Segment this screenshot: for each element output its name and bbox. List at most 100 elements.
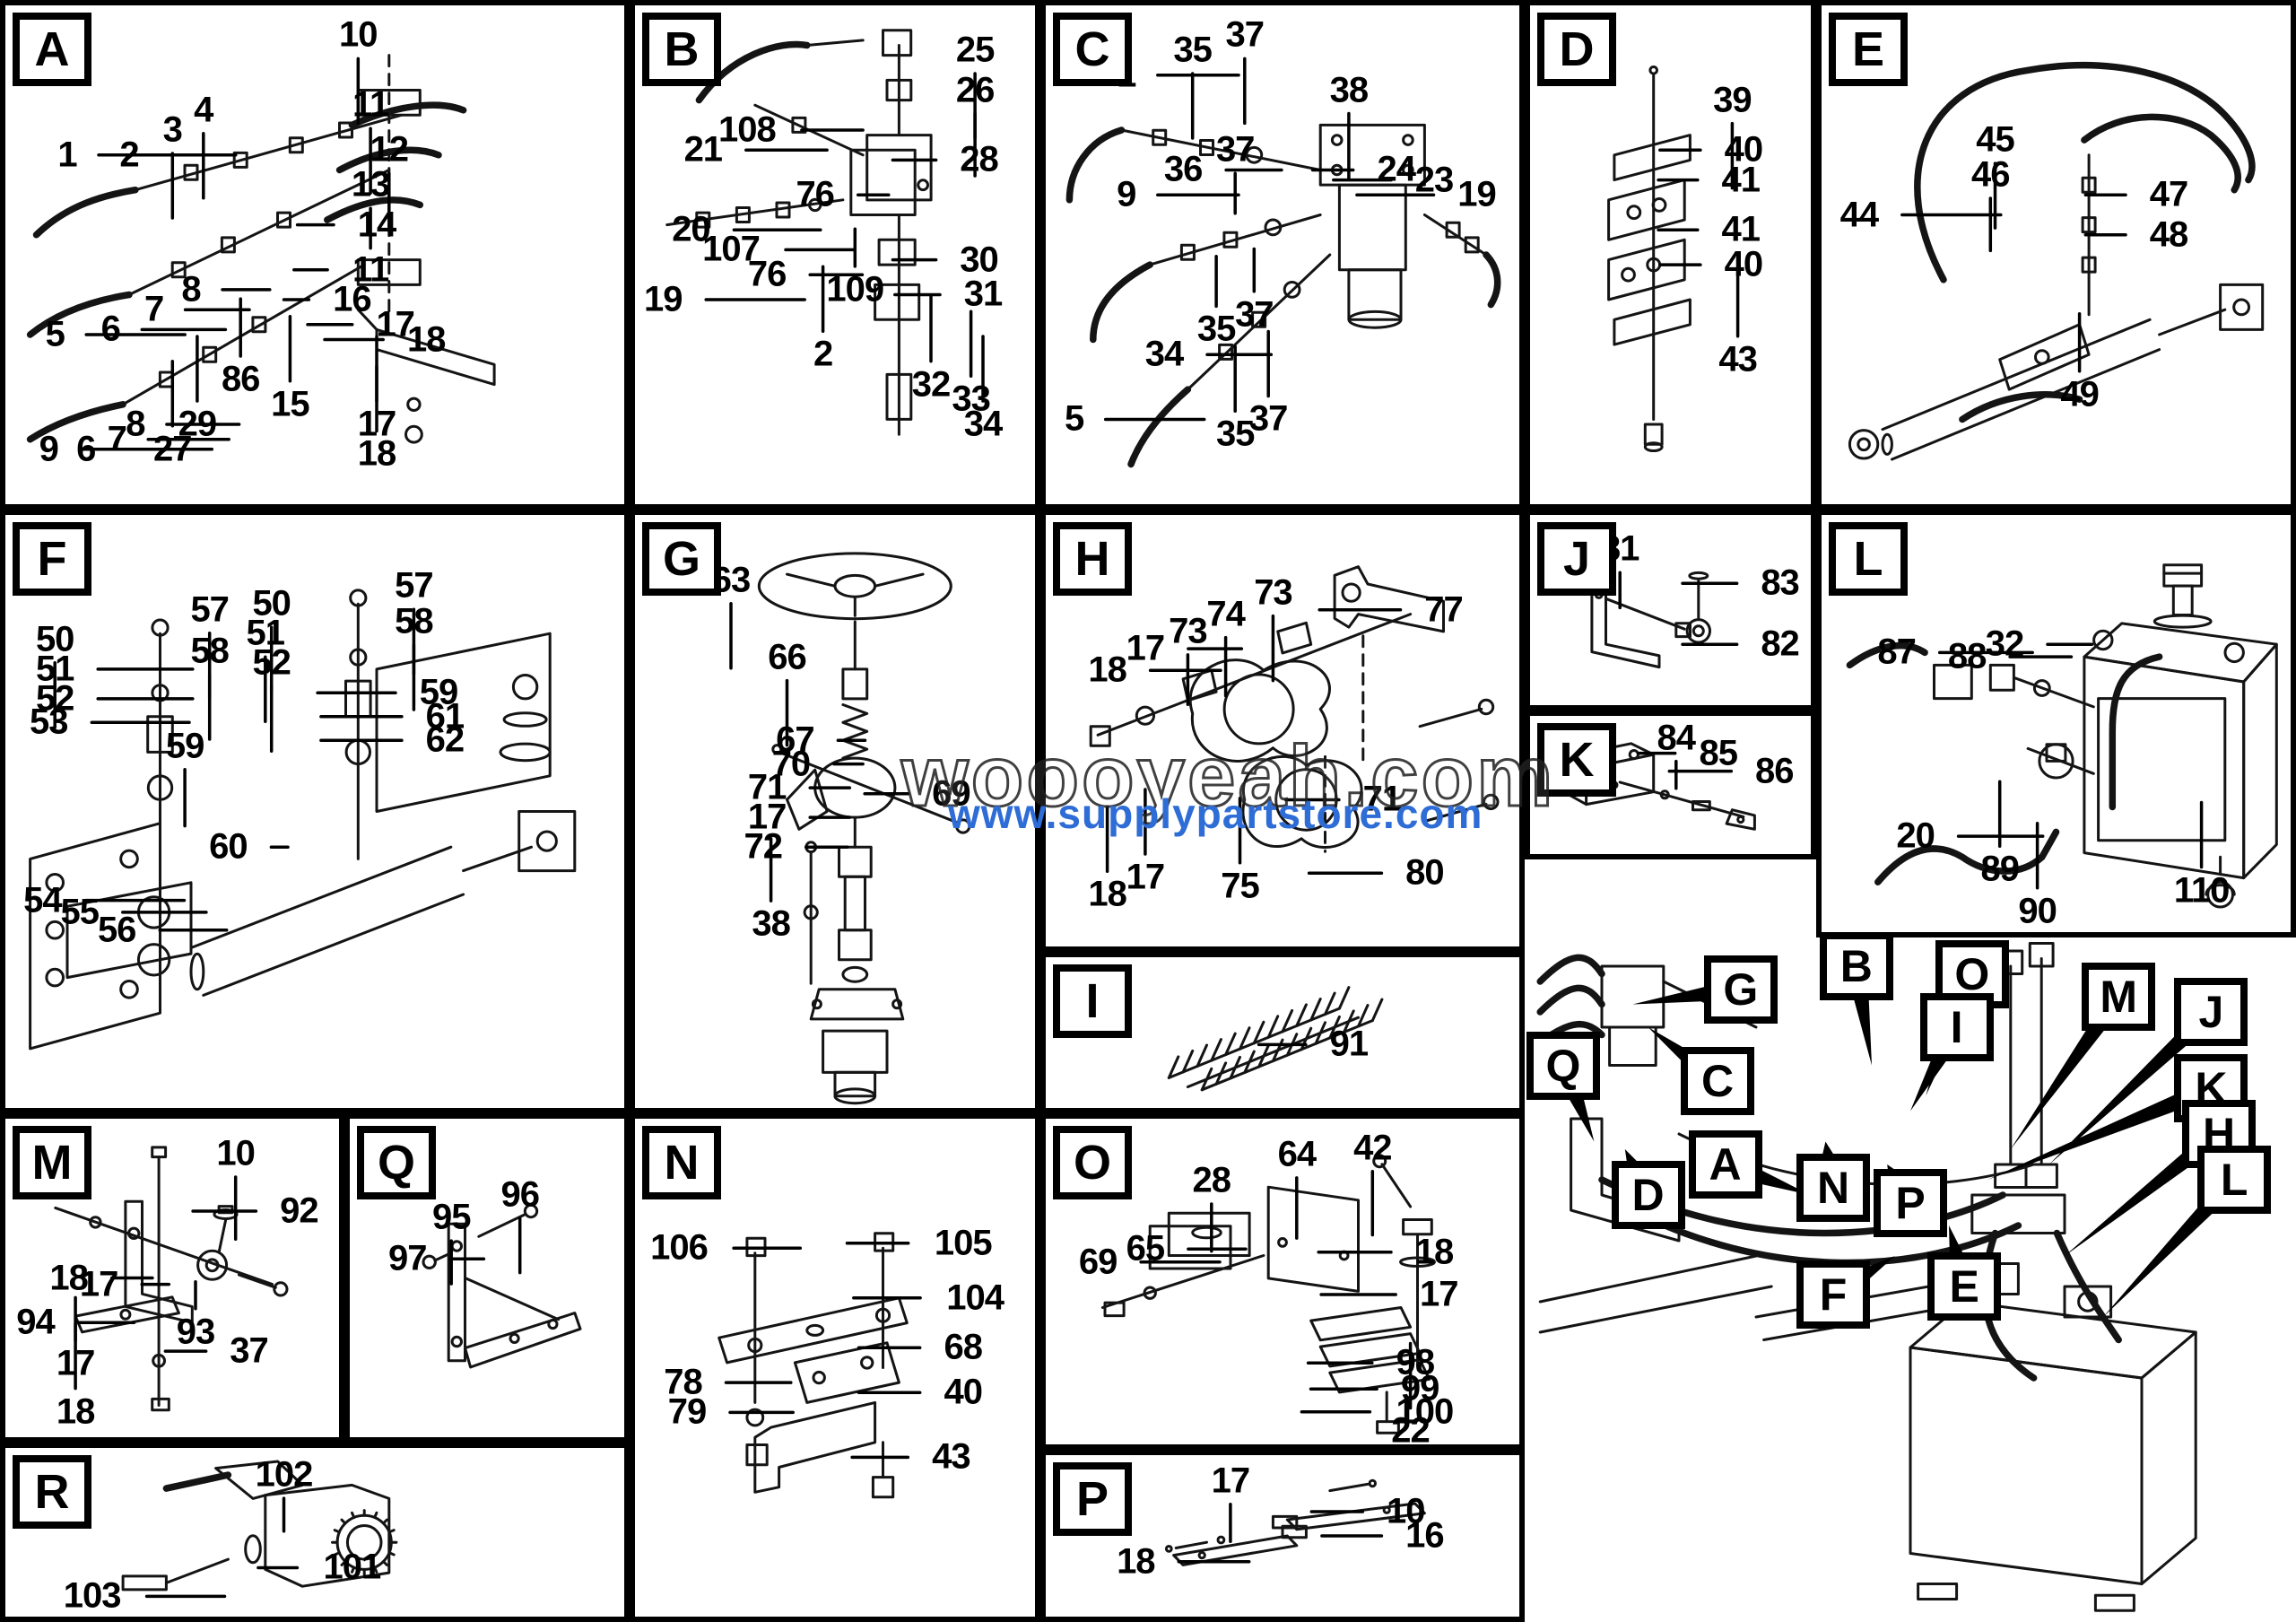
callout-A-11: 11	[352, 84, 389, 125]
callout-D-43: 43	[1718, 339, 1757, 379]
panel-I-sketch	[1167, 986, 1384, 1092]
callout-F-58: 58	[190, 631, 229, 671]
callout-F-52: 52	[252, 642, 291, 683]
callout-A-8: 8	[126, 404, 145, 444]
callout-A-6: 6	[100, 309, 121, 349]
callout-C-35: 35	[1215, 414, 1255, 454]
callout-A-4: 4	[194, 90, 213, 130]
callout-B-28: 28	[960, 139, 998, 179]
callout-B-108: 108	[718, 109, 777, 150]
callout-A-14: 14	[357, 205, 396, 245]
callout-A-86: 86	[221, 359, 260, 399]
callout-P-17: 17	[1211, 1461, 1250, 1501]
overview-label-G: G	[1703, 955, 1778, 1024]
callout-C-38: 38	[1329, 70, 1369, 110]
panel-Q-sketch	[422, 1203, 582, 1369]
callout-C-19: 19	[1457, 174, 1496, 214]
panel-F-tag: F	[13, 522, 91, 596]
callout-G-66: 66	[768, 637, 806, 677]
callout-G-70: 70	[771, 744, 811, 784]
panel-K-tag: K	[1537, 723, 1616, 797]
panel-R-tag: R	[13, 1455, 91, 1529]
callout-F-55: 55	[60, 892, 100, 932]
callout-G-17: 17	[747, 797, 787, 837]
callout-F-52: 52	[35, 678, 74, 719]
callout-H-80: 80	[1405, 852, 1444, 893]
panel-A-tag: A	[13, 13, 91, 86]
callout-O-98: 98	[1396, 1342, 1435, 1382]
callout-E-48: 48	[2149, 214, 2188, 255]
callout-L-32: 32	[1985, 624, 2024, 664]
callout-F-59: 59	[165, 726, 204, 766]
callout-B-31: 31	[963, 274, 1003, 314]
callout-M-94: 94	[16, 1302, 55, 1342]
callout-Q-96: 96	[500, 1174, 539, 1215]
callout-C-37: 37	[1215, 129, 1255, 170]
callout-O-17: 17	[1419, 1274, 1458, 1314]
callout-O-64: 64	[1277, 1134, 1317, 1174]
callout-D-40: 40	[1724, 244, 1763, 284]
callout-H-77: 77	[1424, 589, 1463, 630]
callout-M-18: 18	[56, 1391, 95, 1432]
callout-G-71: 71	[747, 767, 787, 807]
panel-O-sketch	[1100, 1154, 1436, 1435]
callout-B-30: 30	[960, 240, 998, 280]
callout-B-25: 25	[955, 30, 995, 70]
callout-B-32: 32	[911, 364, 951, 405]
overview-label-F: F	[1796, 1260, 1870, 1329]
callout-F-57: 57	[395, 565, 433, 606]
callout-H-75: 75	[1221, 866, 1259, 906]
callout-C-35: 35	[1173, 30, 1212, 70]
panel-P-sketch	[1164, 1478, 1426, 1566]
overview-label-L: L	[2197, 1146, 2272, 1214]
callout-B-33: 33	[952, 379, 990, 419]
callout-A-12: 12	[370, 129, 409, 170]
callout-F-53: 53	[30, 702, 68, 742]
callout-F-59: 59	[419, 672, 458, 712]
callout-B-34: 34	[963, 404, 1003, 444]
callout-A-8: 8	[181, 269, 201, 310]
callout-A-7: 7	[144, 289, 164, 329]
callout-N-104: 104	[946, 1278, 1004, 1318]
overview-label-B: B	[1819, 932, 1893, 1000]
callout-F-60: 60	[209, 826, 248, 867]
callout-N-68: 68	[944, 1327, 982, 1367]
callout-G-38: 38	[752, 903, 790, 944]
panel-Q-tag: Q	[357, 1126, 436, 1199]
callout-L-20: 20	[1896, 815, 1935, 856]
callout-A-17: 17	[376, 304, 414, 344]
callout-A-18: 18	[406, 319, 446, 360]
panel-L-sketch	[1846, 563, 2278, 909]
panel-N-tag: N	[642, 1126, 721, 1199]
panel-J-tag: J	[1537, 522, 1616, 596]
callout-J-83: 83	[1761, 562, 1799, 603]
callout-A-9: 9	[39, 429, 59, 469]
callout-B-76: 76	[796, 174, 834, 214]
panel-D-tag: D	[1537, 13, 1616, 86]
callout-H-17: 17	[1126, 857, 1165, 897]
callout-P-10: 10	[1387, 1491, 1425, 1531]
callout-N-79: 79	[667, 1391, 707, 1432]
callout-N-78: 78	[664, 1362, 702, 1402]
callout-F-51: 51	[246, 613, 285, 653]
panel-M-tag: M	[13, 1126, 91, 1199]
panel-G-sketch	[729, 552, 971, 1105]
callout-G-72: 72	[744, 826, 782, 867]
callout-B-21: 21	[683, 129, 723, 170]
callout-R-101: 101	[323, 1547, 382, 1587]
callout-L-110: 110	[2173, 870, 2231, 910]
callout-C-23: 23	[1414, 160, 1454, 200]
callout-C-5: 5	[1065, 398, 1084, 439]
callout-N-106: 106	[650, 1227, 709, 1268]
callout-H-18: 18	[1088, 650, 1126, 690]
callout-A-2: 2	[119, 135, 139, 175]
callout-O-100: 100	[1396, 1391, 1455, 1432]
callout-E-46: 46	[1971, 154, 2010, 195]
